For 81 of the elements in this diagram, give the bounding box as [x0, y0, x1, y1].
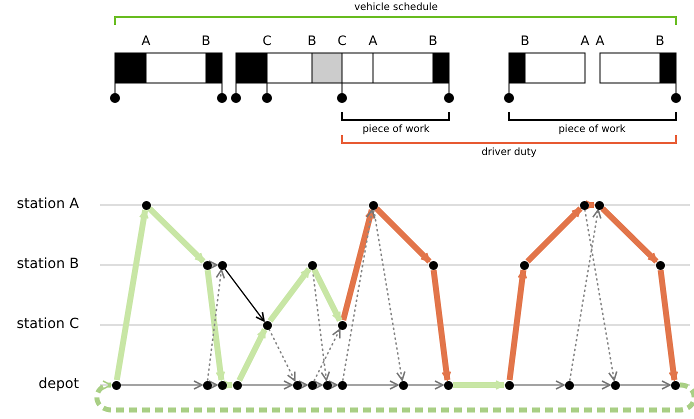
dotted-arrow — [584, 209, 618, 381]
dotted-arrow — [313, 328, 341, 382]
event-dot — [262, 320, 272, 330]
event-dot — [444, 380, 452, 390]
arrow — [347, 380, 399, 390]
event-dot — [428, 260, 438, 270]
highlighted-arrow — [236, 328, 268, 382]
arrow — [574, 380, 611, 390]
event-dot — [308, 380, 316, 390]
event-dot — [610, 380, 620, 390]
bracket-label: piece of work — [558, 124, 626, 134]
highlighted-arrow — [147, 206, 206, 264]
highlighted-arrow — [585, 200, 595, 210]
highlighted-arrow — [600, 206, 659, 264]
stop-letter: C — [337, 34, 347, 48]
arrow — [408, 380, 444, 390]
station-label: depot — [38, 377, 79, 392]
event-dot — [368, 200, 378, 210]
arrow — [208, 260, 218, 270]
event-dot — [594, 200, 604, 210]
highlighted-arrow — [223, 380, 233, 390]
dotted-arrow — [373, 209, 406, 381]
highlighted-arrow — [312, 268, 342, 322]
dotted-arrow — [268, 328, 296, 382]
highlighted-arrow — [453, 380, 505, 390]
dotted-arrow — [342, 209, 376, 381]
station-label: station A — [16, 197, 79, 212]
event-dot — [564, 380, 574, 390]
arrow — [620, 380, 671, 390]
event-dot — [670, 380, 680, 390]
event-dot — [308, 260, 316, 270]
highlighted-arrow — [506, 269, 528, 380]
stop-letter: B — [202, 34, 210, 48]
highlighted-arrow — [430, 270, 452, 381]
event-dot — [112, 380, 120, 390]
highlighted-arrow — [658, 270, 678, 381]
highlighted-arrow — [340, 209, 375, 321]
dotted-arrow — [569, 209, 602, 381]
station-label: station B — [16, 257, 79, 272]
stop-letter: B — [520, 34, 530, 48]
event-dot — [580, 200, 588, 210]
bracket-label: driver duty — [481, 148, 537, 158]
stop-letter: B — [656, 34, 664, 48]
stop-letter: C — [262, 34, 272, 48]
bracket-label: piece of work — [362, 124, 430, 134]
event-dot — [338, 320, 346, 330]
stop-letter: A — [596, 34, 604, 48]
dashed-arrow — [94, 381, 694, 412]
stop-letter: B — [308, 34, 316, 48]
arrow — [328, 380, 338, 390]
arrow — [121, 380, 203, 390]
event-dot — [504, 380, 514, 390]
event-dot — [398, 380, 408, 390]
highlighted-arrow — [525, 206, 583, 264]
highlighted-arrow — [268, 267, 312, 323]
event-dot — [142, 200, 150, 210]
arrow — [242, 380, 293, 390]
highlighted-arrow — [374, 206, 432, 264]
arrow — [298, 380, 308, 390]
event-dot — [218, 380, 226, 390]
arrow — [313, 380, 323, 390]
bracket-label: vehicle schedule — [354, 2, 438, 12]
stop-letter: B — [428, 34, 438, 48]
event-dot — [218, 260, 226, 270]
highlighted-arrow — [114, 209, 149, 381]
dotted-arrow — [312, 269, 330, 381]
stop-letter: A — [142, 34, 150, 48]
station-label: station C — [16, 317, 79, 332]
stop-letter: A — [580, 34, 590, 48]
arrow — [208, 380, 218, 390]
arrow — [224, 268, 265, 322]
stop-letter: A — [368, 34, 378, 48]
event-dot — [202, 380, 212, 390]
arrow — [514, 380, 565, 390]
event-dot — [322, 380, 332, 390]
event-dot — [232, 380, 242, 390]
event-dot — [202, 260, 212, 270]
event-dot — [520, 260, 528, 270]
event-dot — [656, 260, 664, 270]
event-dot — [338, 380, 346, 390]
event-dot — [292, 380, 302, 390]
